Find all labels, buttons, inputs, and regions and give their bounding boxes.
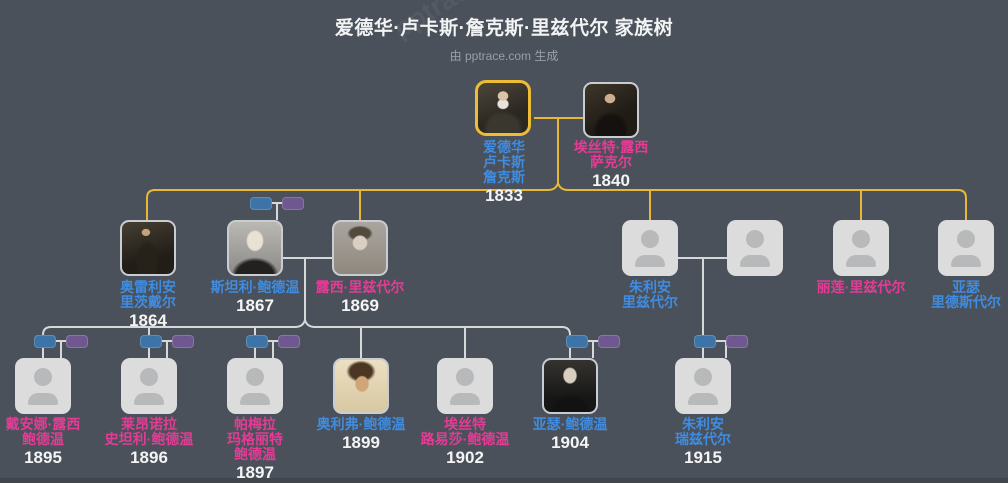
header: 爱德华·卢卡斯·詹克斯·里兹代尔 家族树 由 pptrace.com 生成 xyxy=(0,13,1008,64)
person-label-diana: 戴安娜·露西 鲍德温 1895 xyxy=(0,417,103,467)
birth-year: 1867 xyxy=(236,296,274,315)
collapsed-spouse-male-icon[interactable] xyxy=(246,335,268,348)
person-node-julian-spouse[interactable] xyxy=(727,220,783,276)
collapsed-spouse-male-icon[interactable] xyxy=(140,335,162,348)
person-label-aurelian: 奥雷利安 里茨戴尔 1864 xyxy=(88,280,208,330)
person-label-esther-louisa: 埃丝特 路易莎·鲍德温 1902 xyxy=(405,417,525,467)
birth-year: 1897 xyxy=(236,463,274,482)
person-node-esther-louisa[interactable] xyxy=(437,358,493,414)
person-node-arthur-ridsdale[interactable] xyxy=(938,220,994,276)
person-label-julian-ridsdale: 朱利安 瑞兹代尔 1915 xyxy=(643,417,763,467)
birth-year: 1915 xyxy=(684,448,722,467)
person-label-oliver: 奥利弗·鲍德温 1899 xyxy=(301,417,421,452)
person-silhouette-icon xyxy=(675,358,731,414)
collapsed-spouse-female-icon[interactable] xyxy=(172,335,194,348)
collapsed-spouse-male-icon[interactable] xyxy=(566,335,588,348)
person-silhouette-icon xyxy=(938,220,994,276)
person-silhouette-icon xyxy=(15,358,71,414)
person-node-leonora[interactable] xyxy=(121,358,177,414)
person-label-julian: 朱利安 里兹代尔 xyxy=(622,279,678,310)
person-node-julian-ridsdale[interactable] xyxy=(675,358,731,414)
person-node-arthur-baldwin[interactable] xyxy=(542,358,598,414)
person-label-edward: 爱德华 卢卡斯 詹克斯 1833 xyxy=(444,140,564,205)
person-silhouette-icon xyxy=(121,358,177,414)
person-node-lilian[interactable] xyxy=(833,220,889,276)
collapsed-spouse-female-icon[interactable] xyxy=(726,335,748,348)
birth-year: 1896 xyxy=(130,448,168,467)
person-node-lucy[interactable] xyxy=(332,220,388,276)
person-node-diana[interactable] xyxy=(15,358,71,414)
person-label-stanley: 斯坦利·鲍德温 1867 xyxy=(195,280,315,315)
collapsed-spouse-female-icon[interactable] xyxy=(598,335,620,348)
person-label-pamela: 帕梅拉 玛格丽特 鲍德温 1897 xyxy=(195,417,315,482)
person-label-arthur-baldwin: 亚瑟·鲍德温 1904 xyxy=(510,417,630,452)
person-node-julian[interactable] xyxy=(622,220,678,276)
birth-year: 1895 xyxy=(24,448,62,467)
collapsed-mother-icon[interactable] xyxy=(282,197,304,210)
person-label-leonora: 莱昂诺拉 史坦利·鲍德温 1896 xyxy=(89,417,209,467)
birth-year: 1833 xyxy=(485,186,523,205)
person-silhouette-icon xyxy=(437,358,493,414)
person-node-stanley[interactable] xyxy=(227,220,283,276)
collapsed-spouse-female-icon[interactable] xyxy=(66,335,88,348)
birth-year: 1899 xyxy=(342,433,380,452)
person-label-lucy: 露西·里兹代尔 1869 xyxy=(300,280,420,315)
person-label-arthur-ridsdale: 亚瑟 里德斯代尔 xyxy=(931,279,1001,310)
person-node-esther-lucy[interactable] xyxy=(583,82,639,138)
page-subtitle: 由 pptrace.com 生成 xyxy=(449,49,559,63)
collapsed-father-icon[interactable] xyxy=(250,197,272,210)
birth-year: 1904 xyxy=(551,433,589,452)
collapsed-spouse-male-icon[interactable] xyxy=(694,335,716,348)
collapsed-spouse-female-icon[interactable] xyxy=(278,335,300,348)
birth-year: 1864 xyxy=(129,311,167,330)
birth-year: 1840 xyxy=(592,171,630,190)
collapsed-spouse-male-icon[interactable] xyxy=(34,335,56,348)
birth-year: 1869 xyxy=(341,296,379,315)
person-silhouette-icon xyxy=(227,358,283,414)
person-silhouette-icon xyxy=(622,220,678,276)
page-title: 爱德华·卢卡斯·詹克斯·里兹代尔 家族树 xyxy=(334,18,674,39)
person-node-oliver[interactable] xyxy=(333,358,389,414)
person-label-lilian: 丽莲·里兹代尔 xyxy=(816,279,906,295)
person-node-edward[interactable] xyxy=(475,80,531,136)
person-silhouette-icon xyxy=(727,220,783,276)
person-label-esther-lucy: 埃丝特·露西 萨克尔 1840 xyxy=(551,140,671,190)
bottom-edge xyxy=(0,478,1008,483)
birth-year: 1902 xyxy=(446,448,484,467)
person-silhouette-icon xyxy=(833,220,889,276)
person-node-aurelian[interactable] xyxy=(120,220,176,276)
person-node-pamela[interactable] xyxy=(227,358,283,414)
